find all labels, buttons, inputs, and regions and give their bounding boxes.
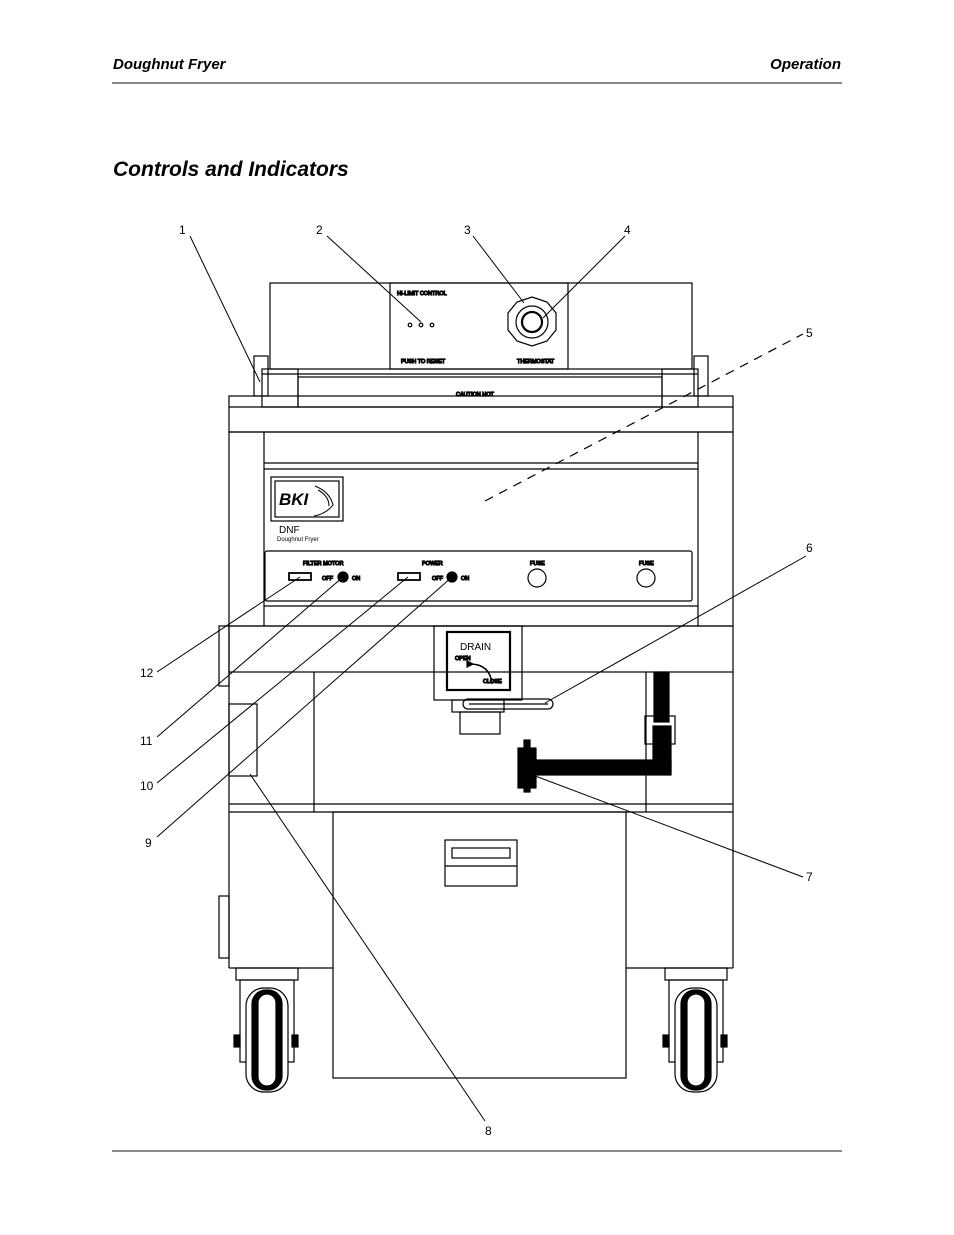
fuse-2[interactable]	[636, 568, 656, 588]
callout-1: 1	[179, 223, 186, 237]
right-caster	[662, 967, 728, 1093]
control-panel	[389, 282, 569, 370]
bki-logo-text: BKI	[279, 490, 310, 509]
hi-limit-indicator-2	[429, 322, 435, 328]
leader-11	[156, 576, 344, 738]
filter-motor-label: FILTER MOTOR	[303, 561, 343, 567]
side-panel	[228, 703, 258, 777]
leader-5	[484, 333, 804, 502]
power-on-label: ON	[461, 576, 469, 582]
footer-rule	[112, 1150, 842, 1152]
filter-motor-indicator-light	[288, 572, 312, 581]
drain-plate	[445, 630, 512, 692]
power-indicator-light	[397, 572, 421, 581]
leader-7	[529, 773, 804, 878]
thermostat-knob[interactable]	[520, 310, 544, 334]
hi-limit-reset-button[interactable]	[418, 322, 424, 328]
callout-3: 3	[464, 223, 471, 237]
switch-panel	[264, 550, 693, 602]
callout-8: 8	[485, 1124, 492, 1138]
drain-valve-handle[interactable]	[462, 698, 554, 710]
leader-6	[544, 555, 807, 704]
hi-limit-indicator	[407, 322, 413, 328]
left-caster	[233, 967, 299, 1093]
leader-12	[156, 576, 301, 673]
callout-2: 2	[316, 223, 323, 237]
leader-8	[249, 773, 486, 1122]
callout-4: 4	[624, 223, 631, 237]
caution-label: CAUTION HOT	[456, 392, 495, 398]
leader-2	[326, 235, 422, 323]
push-to-reset-label: PUSH TO RESET	[401, 359, 446, 365]
top-rim	[228, 395, 734, 433]
leader-9	[156, 576, 453, 838]
callout-10: 10	[140, 779, 154, 793]
bki-logo-frame	[270, 476, 344, 522]
filter-on-label: ON	[352, 576, 360, 582]
thermostat-label: THERMOSTAT	[517, 359, 555, 365]
filter-pan-handle[interactable]	[444, 839, 518, 887]
hi-limit-label: HI-LIMIT CONTROL	[397, 291, 447, 297]
main-cabinet	[228, 431, 734, 627]
model-desc-label: Doughnut Fryer	[277, 537, 319, 543]
callout-9: 9	[145, 836, 152, 850]
filter-pan	[332, 811, 627, 1079]
power-label: POWER	[422, 561, 443, 567]
header-document-title: Doughnut Fryer	[113, 56, 226, 73]
fuse-2-label: FUSE	[639, 561, 654, 567]
fuse-1-label: FUSE	[530, 561, 545, 567]
leader-4	[542, 235, 626, 319]
leader-1	[189, 235, 261, 383]
fuse-1[interactable]	[527, 568, 547, 588]
header-rule	[112, 82, 842, 84]
callout-11: 11	[140, 734, 153, 748]
power-off-label: OFF	[432, 576, 444, 582]
callout-6: 6	[806, 541, 813, 555]
thermostat-dial-bezel	[507, 296, 557, 347]
leader-3	[472, 235, 525, 304]
drain-label: DRAIN	[460, 642, 491, 653]
leader-10	[156, 576, 409, 784]
filter-off-label: OFF	[322, 576, 334, 582]
callout-7: 7	[806, 870, 813, 884]
callout-5: 5	[806, 326, 813, 340]
top-control-housing	[269, 282, 693, 370]
section-title: Controls and Indicators	[113, 158, 349, 181]
callout-12: 12	[140, 666, 154, 680]
model-label: DNF	[279, 525, 300, 536]
header-section-name: Operation	[770, 56, 841, 73]
thermostat-dial[interactable]	[515, 305, 549, 339]
drain-open-label: OPEN	[455, 656, 471, 662]
